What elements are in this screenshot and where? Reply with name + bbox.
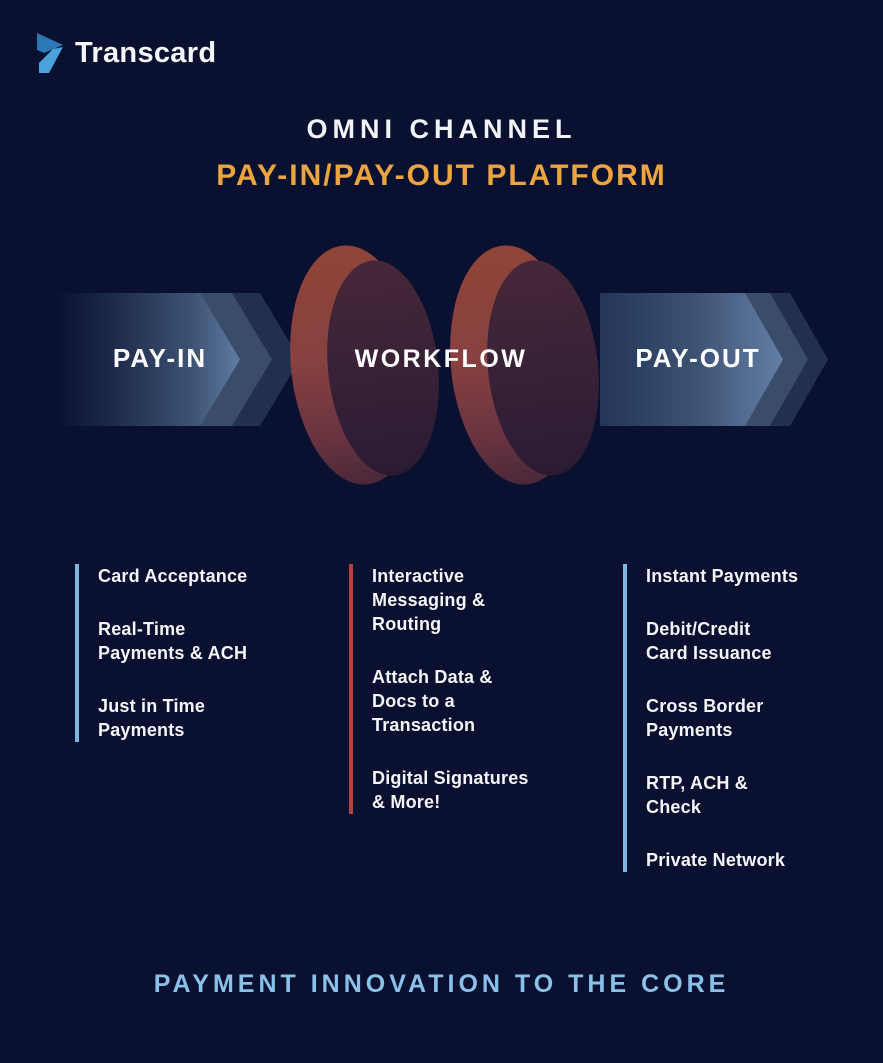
feature-item: Just in Time Payments (98, 696, 206, 740)
pay-in-arrow-graphic (55, 293, 300, 426)
feature-item: Cross Border Payments (646, 696, 764, 740)
logo: Transcard (36, 32, 216, 75)
flow-graphic (55, 245, 828, 485)
workflow-feature-list: Interactive Messaging & Routing Attach D… (349, 564, 608, 814)
pay-out-arrow-graphic (600, 293, 828, 426)
feature-item: Digital Signatures & More! (372, 768, 529, 812)
tagline: PAYMENT INNOVATION TO THE CORE (153, 970, 730, 998)
feature-item: Instant Payments (646, 566, 799, 586)
logo-text: Transcard (75, 37, 217, 69)
page-title: OMNI CHANNEL PAY-IN/PAY-OUT PLATFORM (0, 113, 883, 193)
pay-out-arrow-shape (600, 293, 783, 426)
pay-in-arrow-shape (55, 293, 240, 426)
title-line-1: OMNI CHANNEL (306, 114, 577, 144)
feature-item: Private Network (646, 850, 786, 870)
feature-item: Card Acceptance (98, 566, 248, 586)
title-line-2: PAY-IN/PAY-OUT PLATFORM (216, 159, 667, 192)
feature-item: RTP, ACH & Check (646, 773, 749, 817)
transcard-chevron-icon (37, 33, 63, 73)
workflow-disc-left (290, 245, 439, 485)
pay-out-feature-list: Instant Payments Debit/Credit Card Issua… (623, 564, 882, 872)
pay-in-feature-list: Card Acceptance Real-Time Payments & ACH… (75, 564, 334, 742)
feature-item: Interactive Messaging & Routing (372, 566, 486, 634)
feature-item: Debit/Credit Card Issuance (646, 619, 772, 663)
workflow-disc-right (450, 245, 599, 485)
flow-diagram: PAY-IN WORKFLOW PAY-OUT (0, 238, 883, 500)
pay-out-label: PAY-OUT (635, 343, 761, 373)
disc-right-back (487, 260, 599, 476)
feature-item: Real-Time Payments & ACH (98, 619, 248, 663)
feature-item: Attach Data & Docs to a Transaction (372, 667, 493, 735)
workflow-label: WORKFLOW (354, 345, 528, 373)
disc-left-back (327, 260, 439, 476)
pay-in-label: PAY-IN (112, 343, 208, 373)
